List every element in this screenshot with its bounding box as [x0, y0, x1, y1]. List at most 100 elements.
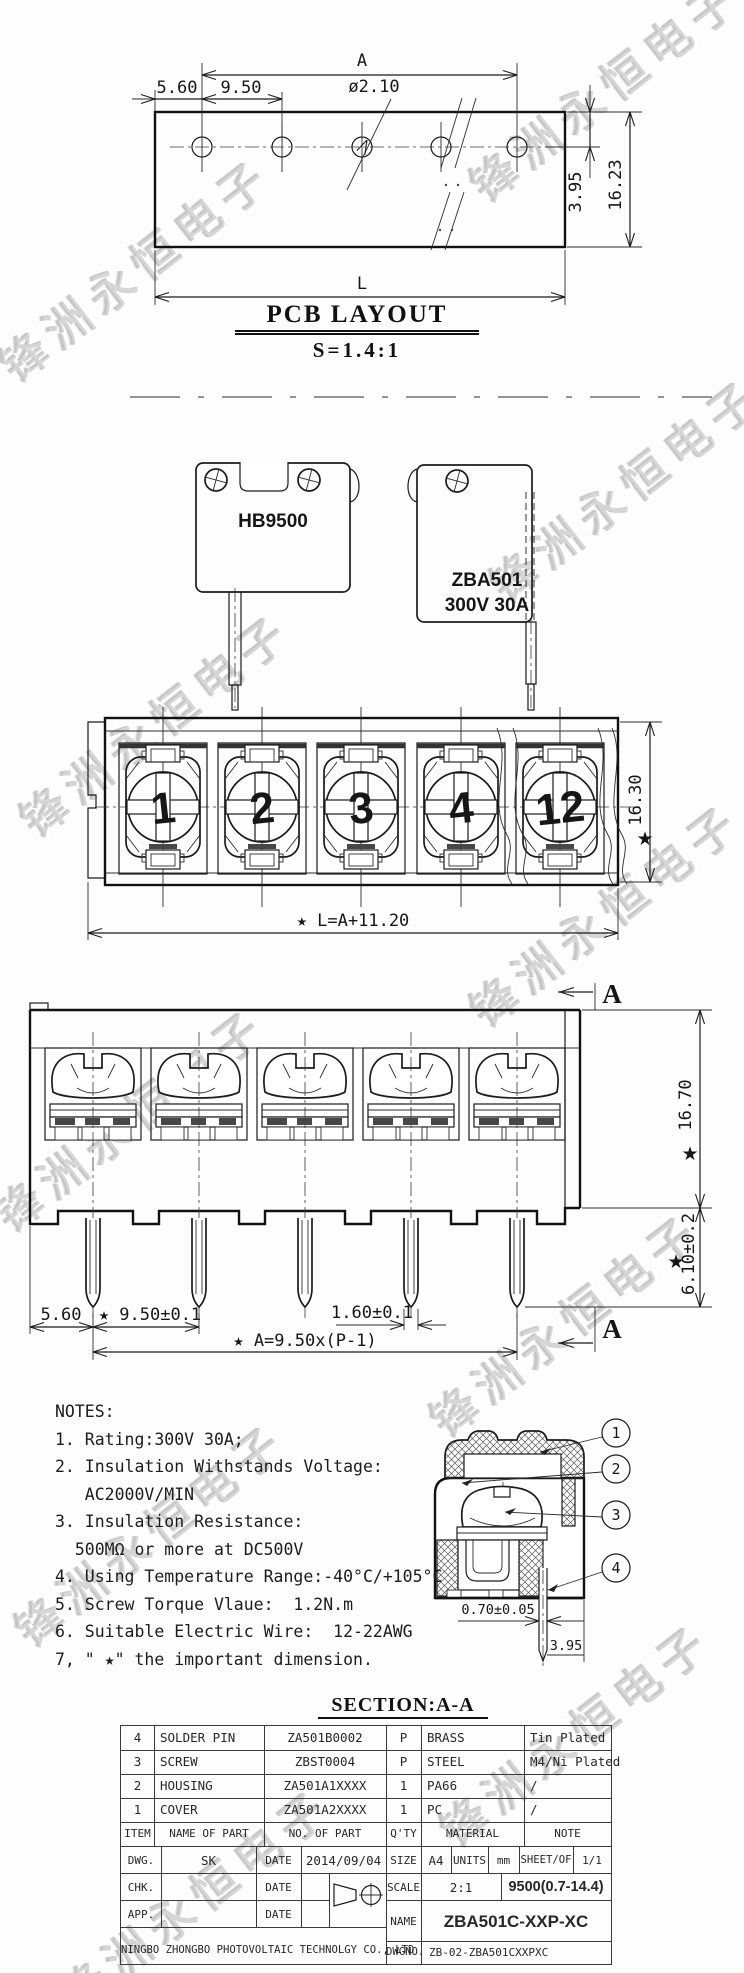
section-letter-top: A — [602, 979, 622, 1009]
date-label: DATE — [265, 1881, 292, 1894]
part-material: PC — [427, 1802, 443, 1817]
callout-2: 2 — [611, 1460, 620, 1478]
dwgno-label: DWGNO. — [386, 1946, 425, 1958]
dim-5-60-label: 5.60 — [157, 78, 198, 98]
dwg-value: SK — [200, 1853, 217, 1868]
plan-view: A A 16.70 ★ 6.10±0.2 ★ — [28, 979, 712, 1360]
part-material: PA66 — [427, 1778, 458, 1793]
dim-16-70-label: 16.70 — [676, 1079, 696, 1130]
dim-16-30-label: 16.30 — [626, 774, 646, 825]
scale-label: SCALE — [386, 1881, 421, 1894]
units-label: UNITS — [452, 1854, 487, 1867]
note-line: AC2000V/MIN — [55, 1484, 195, 1504]
part-no: ZBST0004 — [294, 1754, 356, 1769]
notes-section: NOTES: 1. Rating:300V 30A; 2. Insulation… — [55, 1398, 475, 1673]
zba501-label: ZBA501 — [452, 570, 523, 591]
section-letter-bottom: A — [602, 1314, 622, 1344]
zba501-rating-label: 300V 30A — [445, 595, 530, 616]
date-label: DATE — [265, 1908, 292, 1921]
notes-heading: NOTES: — [55, 1402, 115, 1421]
col-header-note: NOTE — [554, 1827, 581, 1840]
part-name: SCREW — [160, 1754, 198, 1769]
company-name: NINGBO ZHONGBO PHOTOVOLTAIC TECHNOLGY CO… — [121, 1944, 415, 1956]
app-label: APP. — [127, 1908, 155, 1921]
callout-1: 1 — [611, 1424, 620, 1442]
units-value: mm — [496, 1854, 511, 1867]
dim-5-60-label: 5.60 — [41, 1305, 82, 1325]
terminal-number-12: 12 — [533, 782, 587, 836]
part-name: COVER — [160, 1802, 198, 1817]
col-header-item: ITEM — [124, 1827, 151, 1840]
part-item: 3 — [133, 1754, 142, 1769]
note-line: 3. Insulation Resistance: — [55, 1512, 304, 1531]
part-name-value: ZBA501C-XXP-XC — [443, 1912, 589, 1931]
dim-3-95-label: 3.95 — [566, 172, 586, 213]
note-line: 1. Rating:300V 30A; — [55, 1429, 244, 1449]
callout-3: 3 — [611, 1506, 620, 1524]
part-qty: 1 — [399, 1778, 408, 1793]
note-line: 2. Insulation Withstands Voltage: — [55, 1457, 383, 1476]
title-block: 4 SOLDER PIN ZA501B0002 P BRASS Tin Plat… — [120, 1725, 621, 1965]
part-material: STEEL — [427, 1754, 465, 1769]
date-label: DATE — [265, 1854, 292, 1867]
part-no: ZA501A1XXXX — [283, 1778, 367, 1793]
part-item: 2 — [133, 1778, 142, 1793]
hb9500-view: HB9500 — [195, 461, 360, 711]
terminal-number-1: 1 — [148, 783, 177, 834]
part-note: / — [530, 1802, 538, 1817]
pcb-layout-scale: S=1.4:1 — [312, 338, 402, 362]
terminal-number-4: 4 — [446, 783, 476, 834]
pcb-layout-view: A 5.60 9.50 ø2.10 L — [132, 51, 642, 305]
dwg-date: 2014/09/04 — [305, 1853, 382, 1868]
important-dim-star: ★ — [636, 828, 653, 850]
dim-9-50-label: 9.50 — [221, 78, 262, 98]
part-item: 4 — [133, 1730, 142, 1745]
dim-pin-thickness-label: 0.70±0.05 — [461, 1602, 534, 1618]
callout-4: 4 — [611, 1559, 620, 1577]
size-value: A4 — [428, 1853, 444, 1868]
dim-pitch-label: ★ 9.50±0.1 — [99, 1305, 201, 1325]
note-line: 500MΩ or more at DC500V — [55, 1539, 304, 1559]
part-note: / — [530, 1778, 538, 1793]
note-line: 6. Suitable Electric Wire: 12-22AWG — [55, 1622, 413, 1641]
section-detail-view: 1 2 3 4 0.70±0.05 3.95 — [433, 1418, 631, 1668]
part-qty: P — [399, 1754, 408, 1769]
part-note: Tin Plated — [530, 1730, 606, 1745]
length-formula-label: ★ L=A+11.20 — [297, 911, 410, 931]
size-label: SIZE — [390, 1854, 417, 1867]
sheet-value: 1/1 — [582, 1854, 602, 1867]
zba501-view: ZBA501 300V 30A — [407, 464, 537, 711]
dwg-label: DWG. — [127, 1854, 155, 1867]
col-header-name: NAME OF PART — [169, 1827, 249, 1840]
dim-pin-width-label: 1.60±0.1 — [331, 1303, 413, 1323]
col-header-qty: Q'TY — [390, 1827, 417, 1840]
range-value: 9500(0.7-14.4) — [508, 1879, 604, 1895]
note-line: 5. Screw Torque Vlaue: 1.2N.m — [55, 1594, 354, 1614]
sheet-label: SHEET/OF — [520, 1854, 572, 1866]
part-name: HOUSING — [160, 1778, 213, 1793]
note-line: 7, " ★" the important dimension. — [55, 1649, 373, 1669]
section-title: SECTION:A-A — [318, 1694, 488, 1719]
part-no: ZA501A2XXXX — [283, 1802, 367, 1817]
dim-a-label: A — [357, 51, 367, 71]
part-qty: P — [399, 1730, 408, 1745]
part-qty: 1 — [399, 1802, 408, 1817]
part-note: M4/Ni Plated — [530, 1754, 621, 1769]
pcb-layout-title: PCB LAYOUT — [235, 301, 479, 335]
hole-diameter-label: ø2.10 — [348, 77, 399, 97]
dim-l-label: L — [357, 274, 367, 294]
note-line: 4. Using Temperature Range:-40°C/+105°C — [55, 1567, 443, 1586]
front-view: 1 2 3 4 12 16.30 ★ ★ L=A+11.20 — [87, 707, 662, 940]
col-header-material: MATERIAL — [446, 1827, 499, 1840]
dwgno-value: ZB-02-ZBA501CXXPXC — [429, 1946, 549, 1959]
projection-symbol — [333, 1883, 383, 1907]
name-label: NAME — [390, 1915, 417, 1928]
terminal-number-3: 3 — [346, 783, 375, 834]
dim-a-formula-label: ★ A=9.50x(P-1) — [233, 1331, 376, 1351]
part-item: 1 — [133, 1802, 142, 1817]
important-dim-star: ★ — [667, 1251, 684, 1273]
important-dim-star: ★ — [681, 1143, 698, 1165]
chk-label: CHK. — [127, 1881, 155, 1894]
